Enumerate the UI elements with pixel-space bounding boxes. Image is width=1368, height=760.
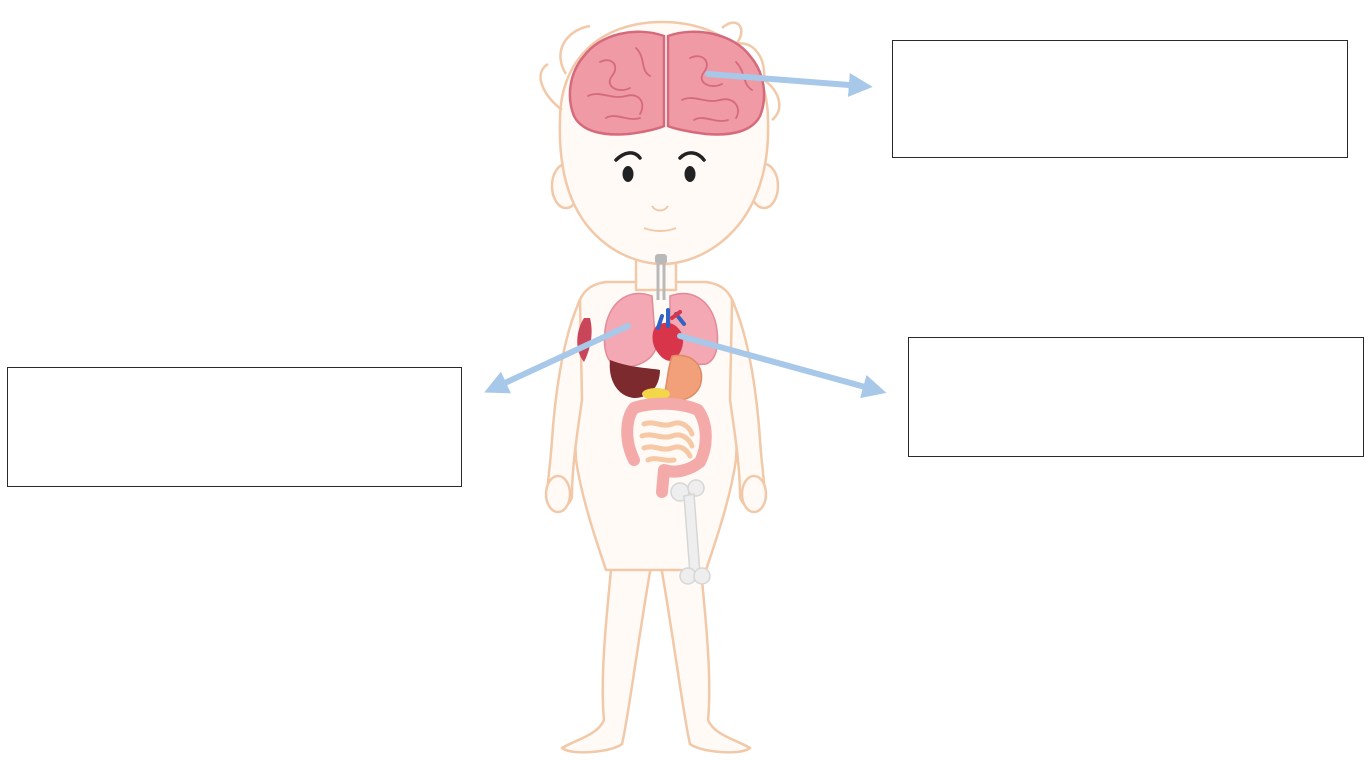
- right-hand: [742, 476, 766, 512]
- left-eye: [623, 166, 634, 182]
- right-leg: [660, 560, 750, 752]
- right-arm: [730, 300, 765, 507]
- label-box-brain[interactable]: [892, 40, 1348, 158]
- brain: [570, 32, 764, 135]
- label-box-lungs[interactable]: [7, 367, 462, 487]
- brain-right-hemisphere: [668, 32, 764, 135]
- left-arm: [547, 300, 582, 507]
- label-box-heart[interactable]: [908, 337, 1364, 457]
- thyroid: [655, 254, 667, 264]
- right-eye: [685, 166, 696, 182]
- left-hand: [546, 476, 570, 512]
- left-leg: [562, 560, 652, 752]
- brain-left-hemisphere: [570, 32, 664, 135]
